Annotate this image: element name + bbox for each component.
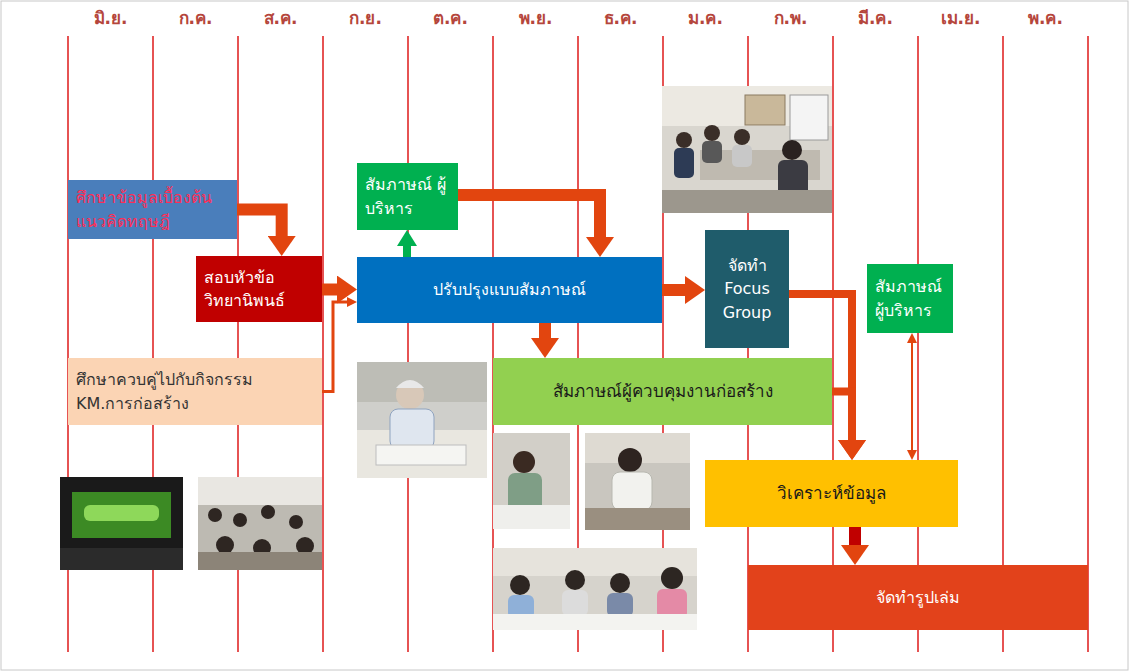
month-label: ม.ค. [665,4,746,31]
interview-box: สัมภาษณ์ผู้ควบคุมงานก่อสร้าง [493,358,832,425]
photo [493,548,697,630]
box-label: จัดทำรูปเล่ม [756,586,1080,609]
month-label: ธ.ค. [580,4,661,31]
month-label: พ.ย. [495,4,576,31]
photo [60,477,183,570]
month-label: มิ.ย. [70,4,151,31]
flow-arrow [911,343,913,450]
month-gridlines [68,36,1088,652]
month-label: พ.ค. [1005,4,1086,31]
flow-arrow [832,392,852,441]
month-label: ส.ค. [240,4,321,31]
flow-arrow [237,210,282,237]
flow-arrow [458,195,600,237]
month-label: มี.ค. [835,4,916,31]
box-label: สัมภาษณ์ ผู้บริหาร [365,173,450,219]
box-label: สอบหัวข้อ วิทยานิพนธ์ [204,266,314,312]
analysis-box: วิเคราะห์ข้อมูล [705,460,958,527]
photo [585,433,690,530]
photo [357,362,487,478]
focus-group-box: จัดทำ Focus Group [705,230,789,348]
month-label: ต.ค. [410,4,491,31]
flow-arrow [403,246,411,257]
photo [662,86,832,213]
flow-arrow [322,284,337,296]
box-label: วิเคราะห์ข้อมูล [713,481,950,506]
month-label: ก.ย. [325,4,406,31]
km-study-box: ศึกษาควบคู่ไปกับกิจกรรม KM.การก่อสร้าง [68,358,322,425]
flow-arrow [322,302,347,392]
revise-box: ปรับปรุงแบบสัมภาษณ์ [357,257,662,323]
box-label: สัมภาษณ์ ผู้บริหาร [875,275,945,321]
study-box: ศึกษาข้อมูลเบื้องต้น แนวคิดทฤษฎี [68,180,237,239]
month-label: ก.พ. [750,4,831,31]
flow-arrow [662,284,685,296]
month-label: เม.ย. [920,4,1001,31]
photo [198,477,322,570]
report-box: จัดทำรูปเล่ม [748,565,1088,630]
box-label: จัดทำ Focus Group [713,254,781,324]
box-label: ปรับปรุงแบบสัมภาษณ์ [365,278,654,301]
interview-box: สัมภาษณ์ ผู้บริหาร [357,163,458,230]
flow-arrow [539,323,551,338]
box-label: ศึกษาข้อมูลเบื้องต้น แนวคิดทฤษฎี [76,186,229,232]
month-label: ก.ค. [155,4,236,31]
exam-box: สอบหัวข้อ วิทยานิพนธ์ [196,256,322,322]
box-label: ศึกษาควบคู่ไปกับกิจกรรม KM.การก่อสร้าง [76,368,314,414]
interview-box: สัมภาษณ์ ผู้บริหาร [867,264,953,333]
box-label: สัมภาษณ์ผู้ควบคุมงานก่อสร้าง [501,379,824,404]
photo [493,433,570,529]
flow-arrow [849,527,861,545]
